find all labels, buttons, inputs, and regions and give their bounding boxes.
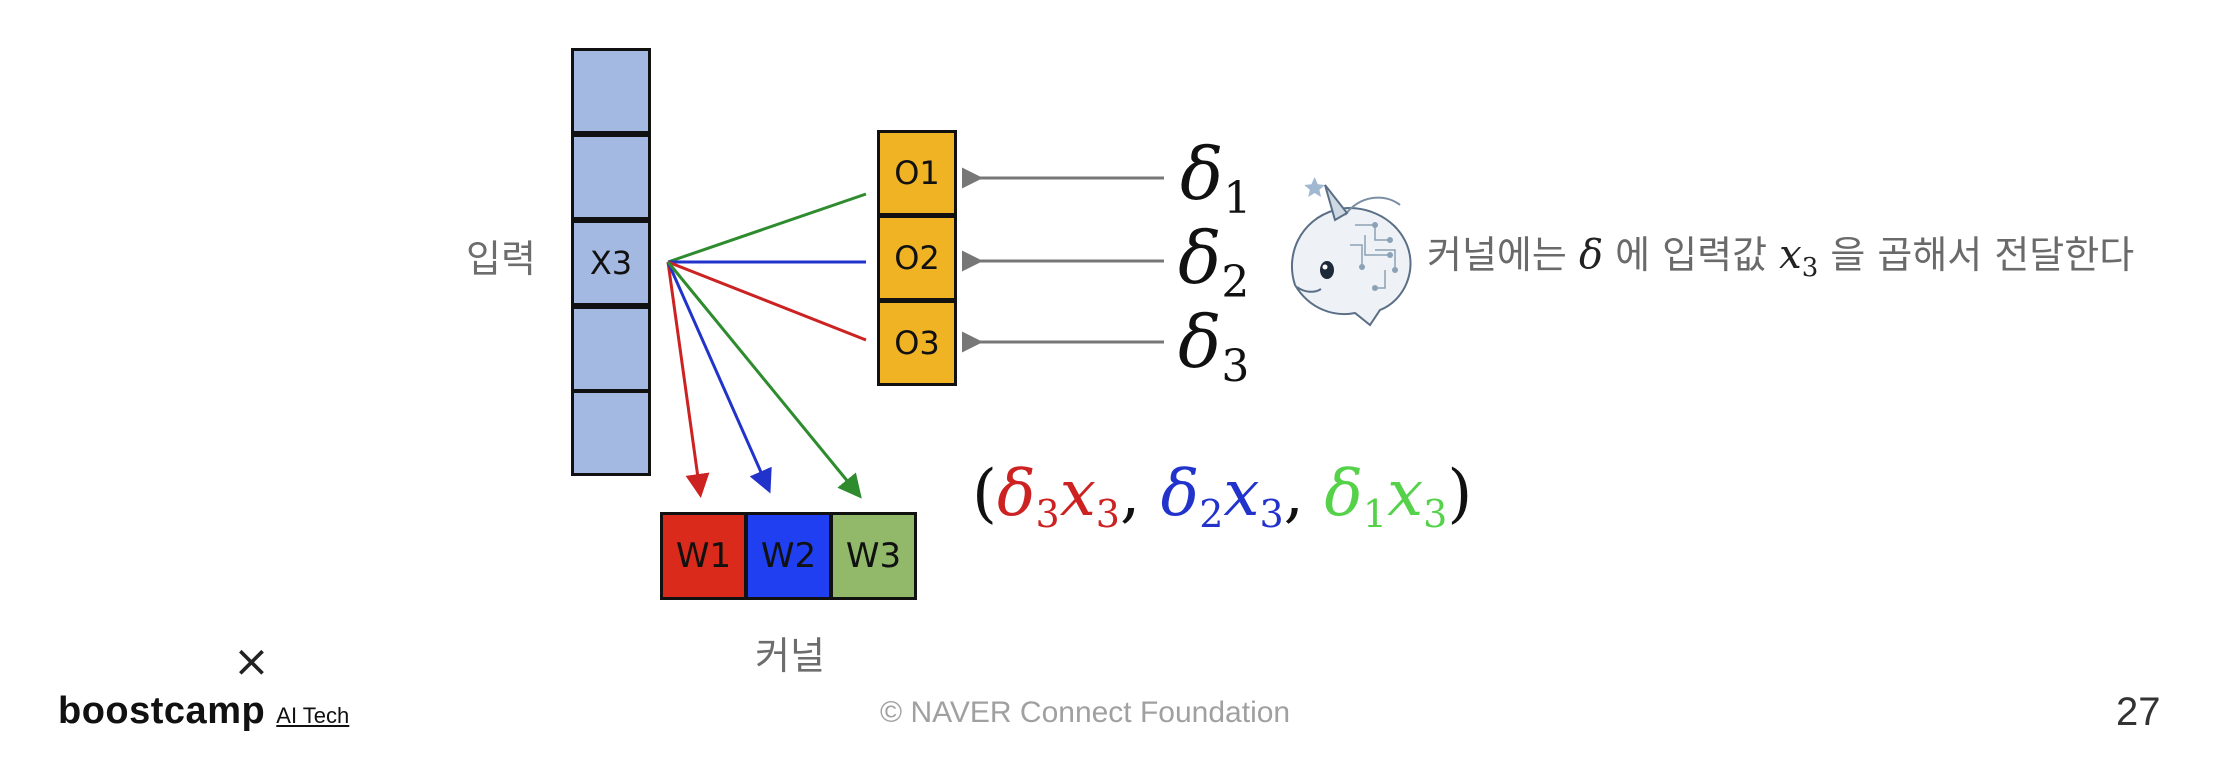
page-number: 27 — [2116, 690, 2161, 734]
kernel-label: 커널 — [755, 634, 825, 678]
output-cell-o3: O3 — [877, 300, 957, 386]
copyright: © NAVER Connect Foundation — [880, 696, 1291, 729]
input-cell-x3: X3 — [571, 220, 651, 306]
kernel-cell-w1: W1 — [660, 512, 747, 600]
arrow-x3-w1 — [666, 261, 710, 498]
input-cell — [571, 48, 651, 134]
output-cell-o1: O1 — [877, 130, 957, 216]
delta-1: δ1 — [1180, 132, 1252, 224]
caption: 커널에는 δ 에 입력값 x3 을 곱해서 전달한다 — [1427, 232, 2135, 283]
brand-name: boostcamp — [58, 690, 266, 732]
line-x3-o1 — [667, 192, 867, 264]
delta-3: δ3 — [1178, 300, 1250, 392]
output-cell-o2: O2 — [877, 215, 957, 301]
gradient-formula: (δ3x3, δ2x3, δ1x3) — [972, 457, 1473, 536]
kernel-cell-w3: W3 — [830, 512, 917, 600]
boostcamp-logo: boostcamp AI Tech — [58, 690, 349, 733]
brand-sub: AI Tech — [276, 703, 350, 728]
unicorn-mascot-icon — [1290, 177, 1412, 327]
input-cell — [571, 390, 651, 476]
input-cell — [571, 134, 651, 220]
input-label: 입력 — [466, 237, 536, 281]
delta-2: δ2 — [1178, 216, 1250, 308]
arrow-x3-w2 — [666, 261, 772, 494]
line-x3-o3 — [667, 260, 867, 342]
arrow-x3-w3 — [666, 261, 862, 499]
close-icon: × — [233, 636, 270, 687]
